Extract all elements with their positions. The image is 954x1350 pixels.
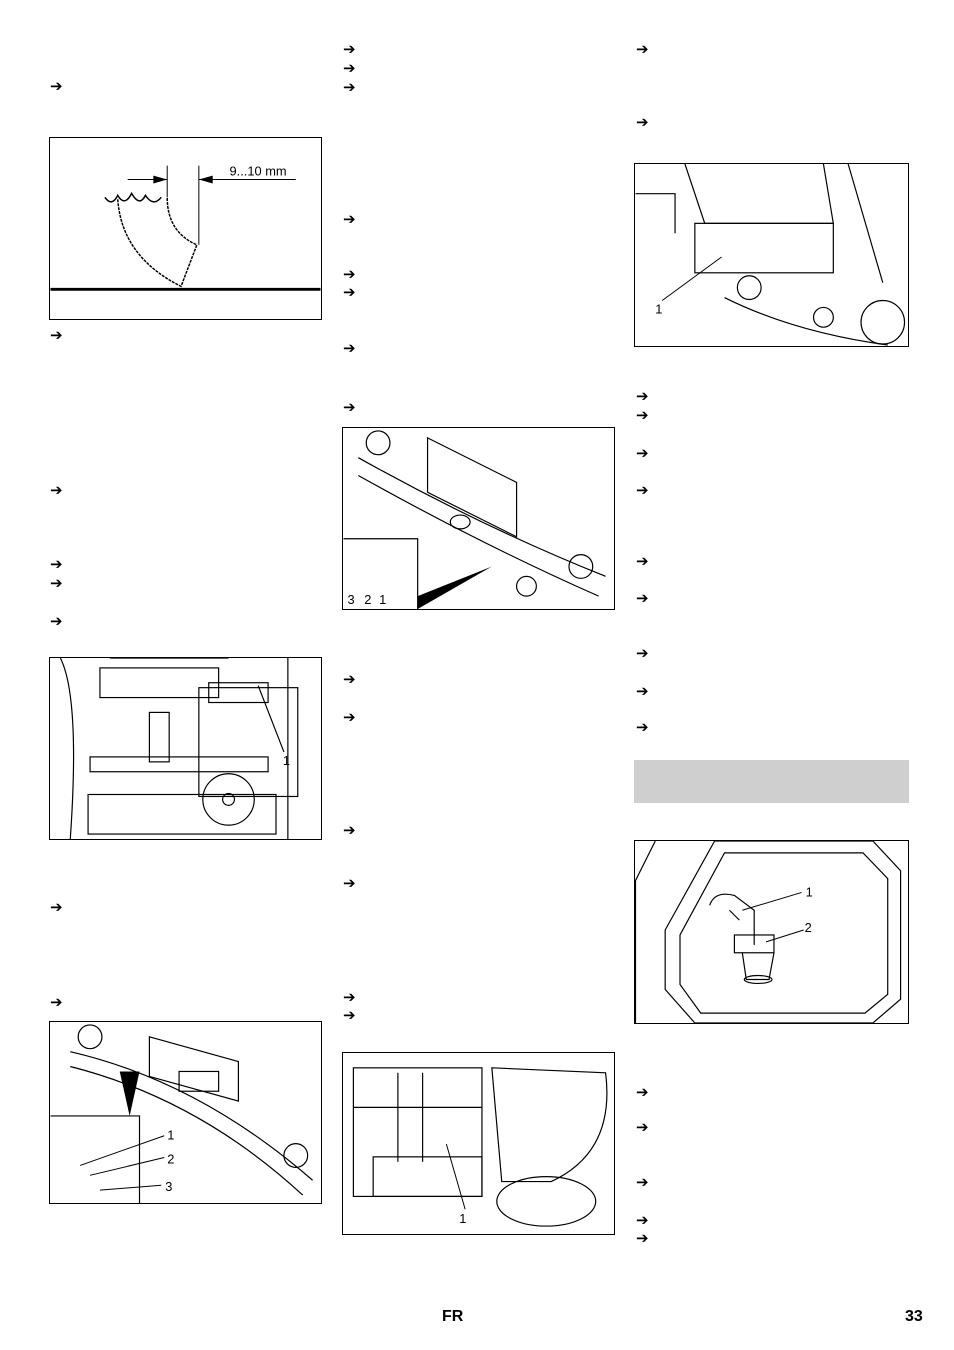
squeegee-bottom-figure: 1 2 3 [49, 1021, 322, 1204]
section-header-bar [634, 760, 909, 803]
step-arrow: ➔ [636, 406, 649, 424]
step-arrow: ➔ [636, 113, 649, 131]
step-arrow: ➔ [50, 993, 63, 1011]
step-arrow: ➔ [50, 898, 63, 916]
step-arrow: ➔ [343, 670, 356, 688]
tank-drawing: 1 2 [635, 841, 902, 1023]
blade-wear-drawing: 9...10 mm [50, 164, 321, 291]
callout-2: 2 [364, 592, 371, 607]
step-arrow: ➔ [636, 644, 649, 662]
step-arrow: ➔ [343, 398, 356, 416]
callout-2: 2 [805, 920, 812, 935]
squeegee-top-figure: 3 2 1 [342, 427, 615, 610]
step-arrow: ➔ [343, 821, 356, 839]
footer-language: FR [442, 1308, 464, 1325]
step-arrow: ➔ [636, 552, 649, 570]
chassis-figure: 1 [342, 1052, 615, 1235]
footer-page-number: 33 [905, 1308, 923, 1325]
step-arrow: ➔ [343, 708, 356, 726]
step-arrow: ➔ [343, 339, 356, 357]
callout-1: 1 [459, 1211, 466, 1226]
step-arrow: ➔ [343, 874, 356, 892]
step-arrow: ➔ [343, 40, 356, 58]
callout-1: 1 [283, 753, 290, 768]
step-arrow: ➔ [50, 326, 63, 344]
step-arrow: ➔ [343, 283, 356, 301]
callout-3: 3 [347, 592, 354, 607]
guide-rail-drawing: 1 [59, 658, 299, 839]
step-arrow: ➔ [636, 1083, 649, 1101]
step-arrow: ➔ [50, 77, 63, 95]
step-arrow: ➔ [636, 1211, 649, 1229]
step-arrow: ➔ [343, 78, 356, 96]
callout-1: 1 [379, 592, 386, 607]
step-arrow: ➔ [636, 444, 649, 462]
step-arrow: ➔ [50, 612, 63, 630]
step-arrow: ➔ [343, 1006, 356, 1024]
callout-1: 1 [655, 301, 662, 316]
tank-figure: 1 2 [634, 840, 909, 1024]
callout-2: 2 [167, 1151, 174, 1166]
callout-1: 1 [167, 1128, 174, 1143]
step-arrow: ➔ [636, 1118, 649, 1136]
squeegee-bottom-drawing: 1 2 3 [50, 1024, 313, 1203]
step-arrow: ➔ [50, 555, 63, 573]
callout-1: 1 [806, 884, 813, 899]
step-arrow: ➔ [343, 210, 356, 228]
callout-3: 3 [165, 1179, 172, 1194]
squeegee-top-drawing: 3 2 1 [343, 430, 606, 609]
step-arrow: ➔ [636, 589, 649, 607]
step-arrow: ➔ [343, 59, 356, 77]
step-arrow: ➔ [636, 387, 649, 405]
step-arrow: ➔ [636, 40, 649, 58]
guide-rail-figure: 1 [49, 657, 322, 840]
step-arrow: ➔ [636, 682, 649, 700]
step-arrow: ➔ [343, 988, 356, 1006]
squeegee-mount-drawing: 1 [635, 164, 906, 346]
step-arrow: ➔ [636, 1229, 649, 1247]
chassis-drawing: 1 [352, 1067, 608, 1227]
step-arrow: ➔ [343, 265, 356, 283]
step-arrow: ➔ [50, 574, 63, 592]
squeegee-mount-figure: 1 [634, 163, 909, 347]
step-arrow: ➔ [50, 481, 63, 499]
dimension-label: 9...10 mm [230, 164, 287, 179]
step-arrow: ➔ [636, 1173, 649, 1191]
step-arrow: ➔ [636, 481, 649, 499]
blade-wear-figure: 9...10 mm [49, 137, 322, 320]
step-arrow: ➔ [636, 718, 649, 736]
